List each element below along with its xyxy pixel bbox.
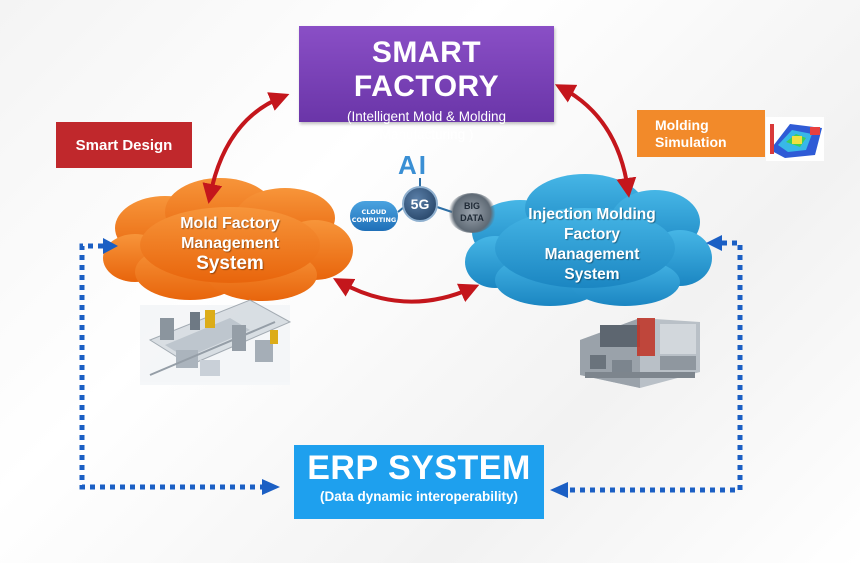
arrow-smart-factory-to-injection [554, 84, 637, 198]
mold-factory-line3: System [196, 253, 264, 274]
injection-factory-line1: Injection Molding [528, 206, 656, 223]
injection-factory-line2: Factory [564, 226, 620, 243]
mold-factory-cloud [103, 178, 353, 301]
molding-simulation-line1: Molding [655, 116, 709, 133]
mold-factory-image [140, 299, 292, 385]
erp-link-left-arrowhead-bottom [262, 479, 280, 495]
cloud-computing-icon: CLOUD COMPUTING [350, 201, 398, 231]
injection-factory-line4: System [564, 266, 620, 283]
mold-factory-line2: Management [181, 235, 279, 252]
erp-link-right-arrowhead-top [706, 235, 722, 251]
simulation-thumbnail [766, 117, 824, 161]
smart-factory-title: SMART FACTORY [353, 36, 500, 103]
smart-design-label: Smart Design [75, 136, 173, 154]
injection-factory-cloud [465, 174, 712, 306]
arrow-smart-factory-to-mold [202, 92, 290, 204]
erp-link-left [79, 243, 262, 490]
smart-factory-subtitle: (Intelligent Mold & Molding Manufacturin… [346, 109, 507, 142]
data-label: DATA [460, 213, 484, 223]
molding-simulation-box: Molding Simulation [637, 110, 765, 157]
erp-system-box: ERP SYSTEM (Data dynamic interoperabilit… [294, 445, 544, 519]
erp-subtitle: (Data dynamic interoperability) [319, 489, 519, 504]
erp-link-right-arrowhead-bottom [550, 482, 568, 498]
cloud-computing-label: CLOUD COMPUTING [351, 208, 397, 224]
big-data-icon: BIG DATA [448, 193, 496, 233]
erp-link-right [568, 240, 743, 493]
arrow-mold-to-injection [333, 278, 480, 304]
5g-label: 5G [410, 196, 430, 212]
injection-factory-line3: Management [544, 246, 640, 263]
big-label: BIG [463, 201, 480, 211]
injection-machine-image [580, 318, 700, 388]
mold-factory-label: Mold Factory Management System [150, 214, 310, 274]
smart-factory-box: SMART FACTORY (Intelligent Mold & Moldin… [299, 26, 554, 142]
erp-title: ERP SYSTEM [307, 449, 531, 487]
molding-simulation-line2: Simulation [655, 133, 727, 150]
injection-factory-label: Injection Molding Factory Management Sys… [492, 205, 692, 285]
5g-icon: 5G [402, 186, 438, 222]
mold-factory-line1: Mold Factory [180, 215, 280, 232]
erp-link-left-arrowhead-top [103, 238, 118, 254]
smart-design-box: Smart Design [56, 122, 192, 168]
ai-label: AI [398, 150, 428, 180]
